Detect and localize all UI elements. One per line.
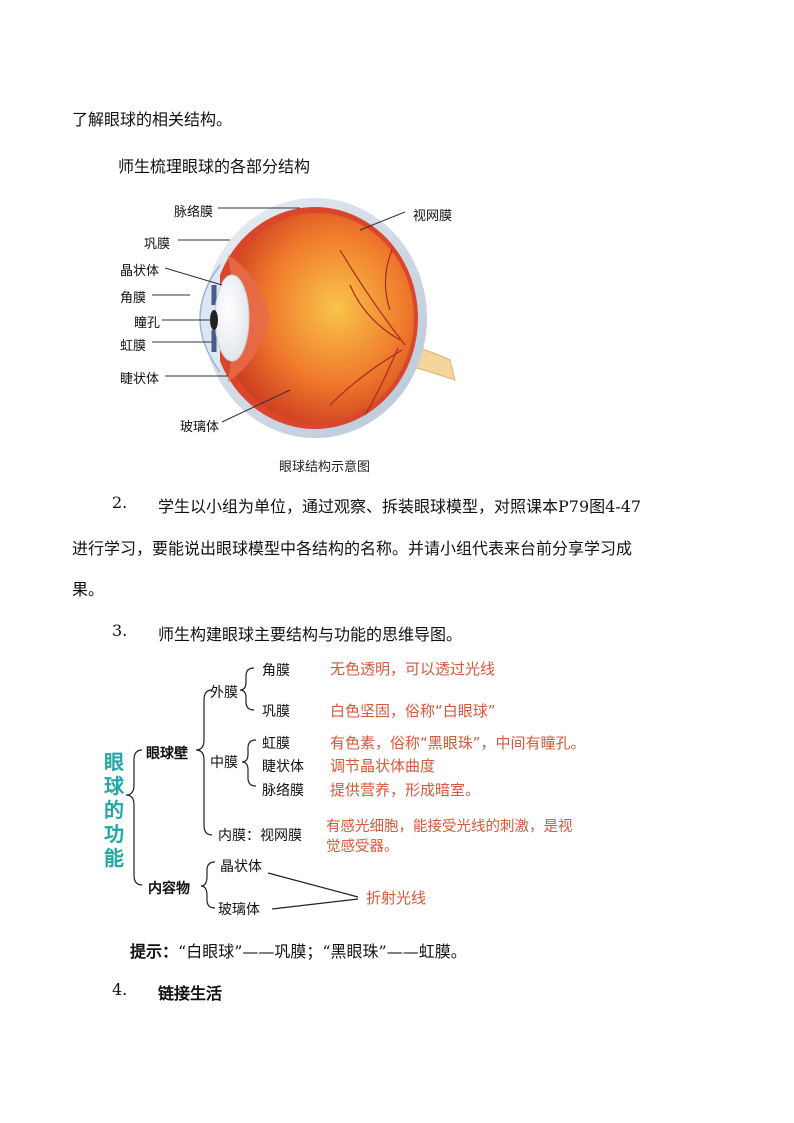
- eye-diagram: [152, 198, 456, 438]
- wall-bracket: [195, 689, 213, 836]
- node-ciliary: 睫状体: [262, 759, 304, 775]
- eye-figure: 脉络膜 巩膜 晶状体 角膜 瞳孔 虹膜 睫状体 玻璃体 视网膜: [110, 190, 470, 445]
- vitreous-shape: [220, 213, 414, 423]
- node-middle: 中膜: [210, 755, 238, 771]
- node-cornea: 角膜: [262, 663, 290, 679]
- node-outer: 外膜: [210, 685, 238, 701]
- node-inner: 内膜：视网膜: [218, 828, 302, 844]
- middle-bracket: [241, 739, 257, 787]
- fn-iris: 有色素，俗称“黑眼珠”，中间有瞳孔。: [330, 734, 586, 752]
- contents-bracket: [200, 861, 216, 909]
- step3-text: 师生构建眼球主要结构与功能的思维导图。: [158, 625, 463, 644]
- root-bracket: [125, 749, 143, 886]
- outer-bracket: [239, 667, 255, 711]
- step4-number: 4.: [112, 980, 128, 999]
- root-char-3: 的: [104, 798, 124, 822]
- step4-text: 链接生活: [158, 984, 223, 1003]
- label-choroid: 脉络膜: [174, 205, 214, 220]
- refract-line-bottom: [271, 898, 359, 910]
- fn-sclera: 白色坚固，俗称“白眼球”: [330, 702, 496, 720]
- lens-shape: [214, 274, 250, 362]
- leader-lines: [152, 207, 406, 423]
- label-lens: 晶状体: [120, 264, 160, 279]
- fn-retina-2: 觉感受器。: [326, 839, 399, 855]
- intro-line: 了解眼球的相关结构。: [72, 110, 233, 129]
- hint-label: 提示：: [130, 942, 179, 961]
- fn-retina-1: 有感光细胞，能接受光线的刺激，是视: [326, 819, 573, 835]
- node-vitreous: 玻璃体: [218, 902, 260, 918]
- root-char-1: 眼: [104, 750, 124, 774]
- label-pupil: 瞳孔: [134, 316, 161, 331]
- step2-line3: 果。: [72, 580, 105, 599]
- step2-number: 2.: [112, 493, 128, 512]
- root-char-5: 能: [104, 846, 124, 870]
- label-sclera: 巩膜: [144, 237, 171, 252]
- fn-cornea: 无色透明，可以透过光线: [330, 660, 496, 678]
- refract-line-top: [267, 872, 359, 898]
- label-vitreous: 玻璃体: [180, 420, 220, 435]
- node-contents: 内容物: [148, 881, 190, 897]
- root-char-4: 功: [104, 822, 124, 846]
- node-wall: 眼球壁: [146, 746, 188, 762]
- root-char-2: 球: [104, 774, 124, 798]
- node-iris: 虹膜: [262, 736, 290, 752]
- step2-line2: 进行学习，要能说出眼球模型中各结构的名称。并请小组代表来台前分享学习成: [72, 539, 633, 558]
- pupil-shape: [210, 310, 218, 330]
- fn-ciliary: 调节晶状体曲度: [330, 757, 436, 775]
- step2-line1: 学生以小组为单位，通过观察、拆装眼球模型，对照课本P79图4-47: [158, 497, 642, 516]
- node-lens: 晶状体: [220, 859, 262, 875]
- figure-caption: 眼球结构示意图: [279, 460, 371, 475]
- label-ciliary: 睫状体: [120, 372, 160, 387]
- mind-map: 眼 球 的 功 能 眼球壁 内容物 外膜 中膜 内膜：视网膜 角膜 无色透明，可…: [90, 650, 730, 920]
- label-cornea: 角膜: [120, 291, 147, 306]
- root-label: 眼 球 的 功 能: [102, 750, 126, 870]
- label-iris: 虹膜: [120, 339, 147, 354]
- node-choroid: 脉络膜: [262, 783, 304, 799]
- blood-vessels: [329, 249, 406, 416]
- fn-refract: 折射光线: [366, 889, 427, 907]
- hint-line: 提示：“白眼球”——巩膜；“黑眼珠”——虹膜。: [130, 938, 467, 962]
- hint-text: “白眼球”——巩膜；“黑眼珠”——虹膜。: [178, 942, 467, 961]
- label-retina: 视网膜: [413, 209, 453, 224]
- step3-number: 3.: [112, 621, 128, 640]
- mind-map-brackets: [125, 667, 359, 910]
- node-sclera: 巩膜: [262, 704, 290, 720]
- section-title: 师生梳理眼球的各部分结构: [118, 157, 311, 176]
- fn-choroid: 提供营养，形成暗室。: [330, 781, 481, 799]
